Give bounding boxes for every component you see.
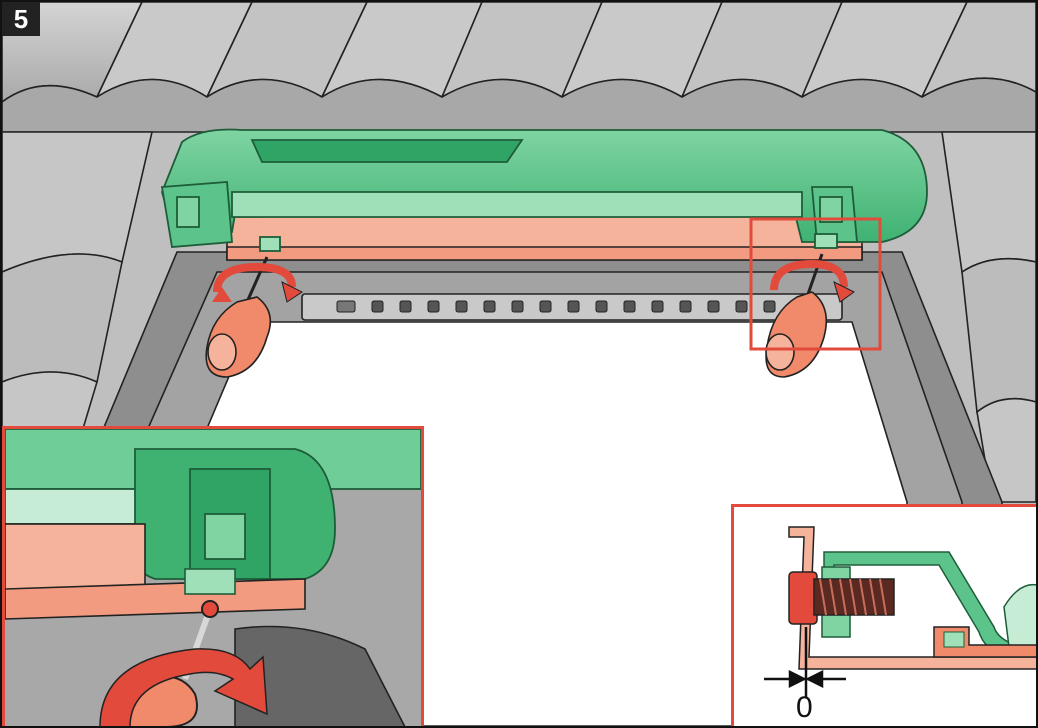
highlight-box: [749, 217, 882, 351]
screwdriver-icon: [205, 256, 272, 378]
flashing-bar: [226, 211, 863, 261]
rotate-arrow-icon: [770, 259, 855, 303]
green-cover: [160, 128, 928, 252]
zoom-inset-drawing: [5, 429, 421, 726]
gap-dimension: [764, 627, 846, 697]
detail-inset: 0: [731, 504, 1036, 726]
rotate-arrow-icon: [99, 648, 268, 726]
detail-inset-drawing: 0: [734, 507, 1036, 726]
zoom-inset: [2, 426, 424, 726]
screwdriver-icon: [765, 253, 828, 378]
gap-value-label: 0: [796, 691, 813, 724]
step-number: 5: [2, 2, 40, 36]
rotate-arrow-icon: [212, 262, 303, 303]
screw-icon: [788, 571, 895, 625]
